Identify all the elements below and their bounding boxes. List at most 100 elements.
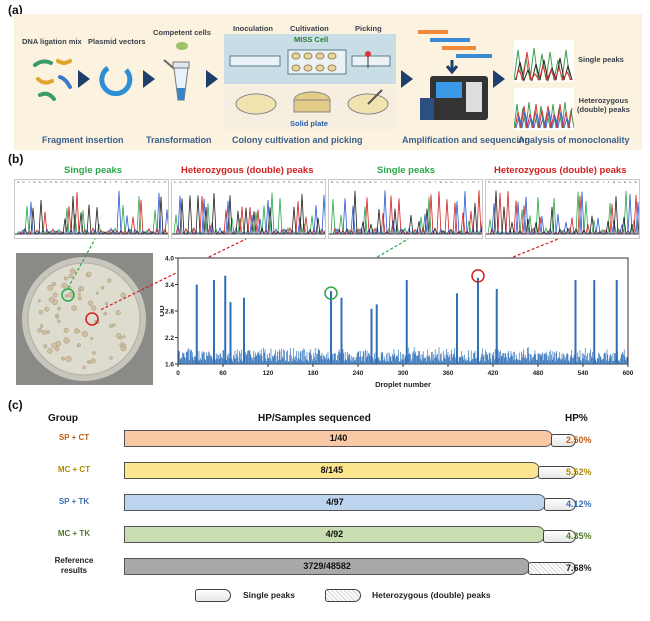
dna-fragments-icon: [33, 59, 72, 101]
baseline-bar: [464, 354, 465, 364]
baseline-bar: [437, 353, 438, 364]
colony: [41, 330, 47, 335]
baseline-bar: [484, 361, 486, 364]
baseline-bar: [568, 360, 570, 364]
baseline-bar: [185, 358, 186, 364]
baseline-bar: [490, 358, 492, 364]
baseline-bar: [592, 351, 594, 364]
baseline-bar: [299, 359, 300, 364]
colony: [38, 310, 43, 315]
baseline-bar: [208, 351, 210, 364]
baseline-bar: [581, 353, 583, 364]
baseline-bar: [356, 353, 358, 364]
baseline-bar: [368, 353, 369, 364]
baseline-bar: [549, 360, 551, 364]
colony: [55, 315, 59, 319]
baseline-bar: [322, 359, 324, 364]
baseline-bar: [309, 353, 311, 364]
baseline-bar: [522, 353, 524, 364]
baseline-bar: [521, 357, 523, 364]
baseline-bar: [276, 355, 278, 364]
chromatogram-trace-3: [329, 190, 482, 235]
x-tick-label-5: 300: [398, 370, 409, 377]
y-axis-title: OD: [160, 305, 166, 317]
baseline-bar: [378, 357, 380, 364]
baseline-bar: [601, 359, 603, 364]
baseline-bar: [431, 351, 433, 364]
baseline-bar: [349, 354, 351, 364]
trace-3: [15, 195, 168, 235]
y-tick-label-0: 1.6: [165, 362, 174, 369]
baseline-bar: [532, 357, 534, 364]
baseline-bar: [401, 359, 402, 364]
baseline-bar: [361, 360, 363, 364]
baseline-bar: [445, 359, 447, 364]
baseline-bar: [506, 356, 507, 364]
peak-bar-5: [330, 291, 332, 365]
baseline-bar: [287, 350, 288, 364]
baseline-bar: [199, 359, 201, 364]
baseline-bar: [301, 360, 303, 364]
peak-bar-12: [495, 288, 498, 364]
dna-ligation-mix-label: DNA ligation mix: [22, 37, 82, 46]
baseline-bar: [623, 349, 625, 364]
colony: [61, 356, 66, 361]
baseline-bar: [491, 361, 492, 364]
baseline-bar: [603, 353, 605, 364]
baseline-bar: [289, 354, 291, 364]
x-tick-label-10: 600: [623, 370, 634, 377]
x-tick-label-8: 480: [533, 370, 544, 377]
baseline-bar: [618, 359, 620, 364]
baseline-bar: [562, 358, 564, 364]
caption-transformation: Transformation: [146, 135, 212, 145]
baseline-bar: [260, 354, 261, 364]
arrow-1: [78, 70, 90, 88]
baseline-bar: [215, 359, 216, 364]
baseline-bar: [434, 349, 436, 364]
baseline-bar: [297, 358, 299, 364]
baseline-bar: [578, 357, 580, 364]
baseline-bar: [324, 357, 326, 364]
baseline-bar: [380, 360, 381, 364]
baseline-bar: [404, 358, 405, 364]
baseline-bar: [281, 348, 282, 364]
baseline-bar: [599, 353, 600, 364]
hetero-peaks-mini-chromatogram: [514, 88, 574, 130]
baseline-bar: [573, 355, 575, 364]
baseline-bar: [515, 359, 516, 364]
baseline-bar: [558, 358, 560, 364]
baseline-bar: [261, 355, 263, 364]
baseline-bar: [385, 361, 387, 364]
baseline-bar: [282, 358, 284, 364]
baseline-bar: [626, 356, 628, 364]
baseline-bar: [305, 356, 306, 364]
baseline-bar: [344, 352, 346, 364]
baseline-bar: [188, 359, 190, 364]
baseline-bar: [409, 353, 411, 364]
baseline-bar: [533, 353, 535, 364]
baseline-bar: [259, 355, 261, 364]
baseline-bar: [364, 361, 366, 364]
baseline-bar: [190, 351, 192, 364]
miss-cell-label: MISS Cell: [294, 35, 329, 44]
peak-bar-14: [593, 280, 596, 364]
baseline-bar: [256, 355, 258, 364]
hetero-colony-marker: [85, 312, 99, 326]
colony: [63, 276, 68, 281]
baseline-bar: [346, 360, 348, 364]
baseline-bar: [308, 361, 309, 364]
baseline-bar: [302, 350, 303, 364]
baseline-bar: [605, 353, 606, 364]
baseline-bar: [254, 357, 255, 364]
baseline-bar: [390, 356, 392, 364]
baseline-bar: [413, 347, 415, 364]
chromatogram-trace-4: [486, 190, 639, 235]
sequence-text-2: C G A G T T T A T A G G C T A T G T A C …: [174, 181, 323, 185]
baseline-bar: [450, 353, 452, 364]
baseline-bar: [520, 360, 522, 364]
baseline-bar: [587, 360, 589, 364]
baseline-bar: [226, 360, 228, 364]
colony: [92, 351, 96, 355]
baseline-bar: [452, 354, 454, 364]
baseline-bar: [543, 354, 545, 364]
